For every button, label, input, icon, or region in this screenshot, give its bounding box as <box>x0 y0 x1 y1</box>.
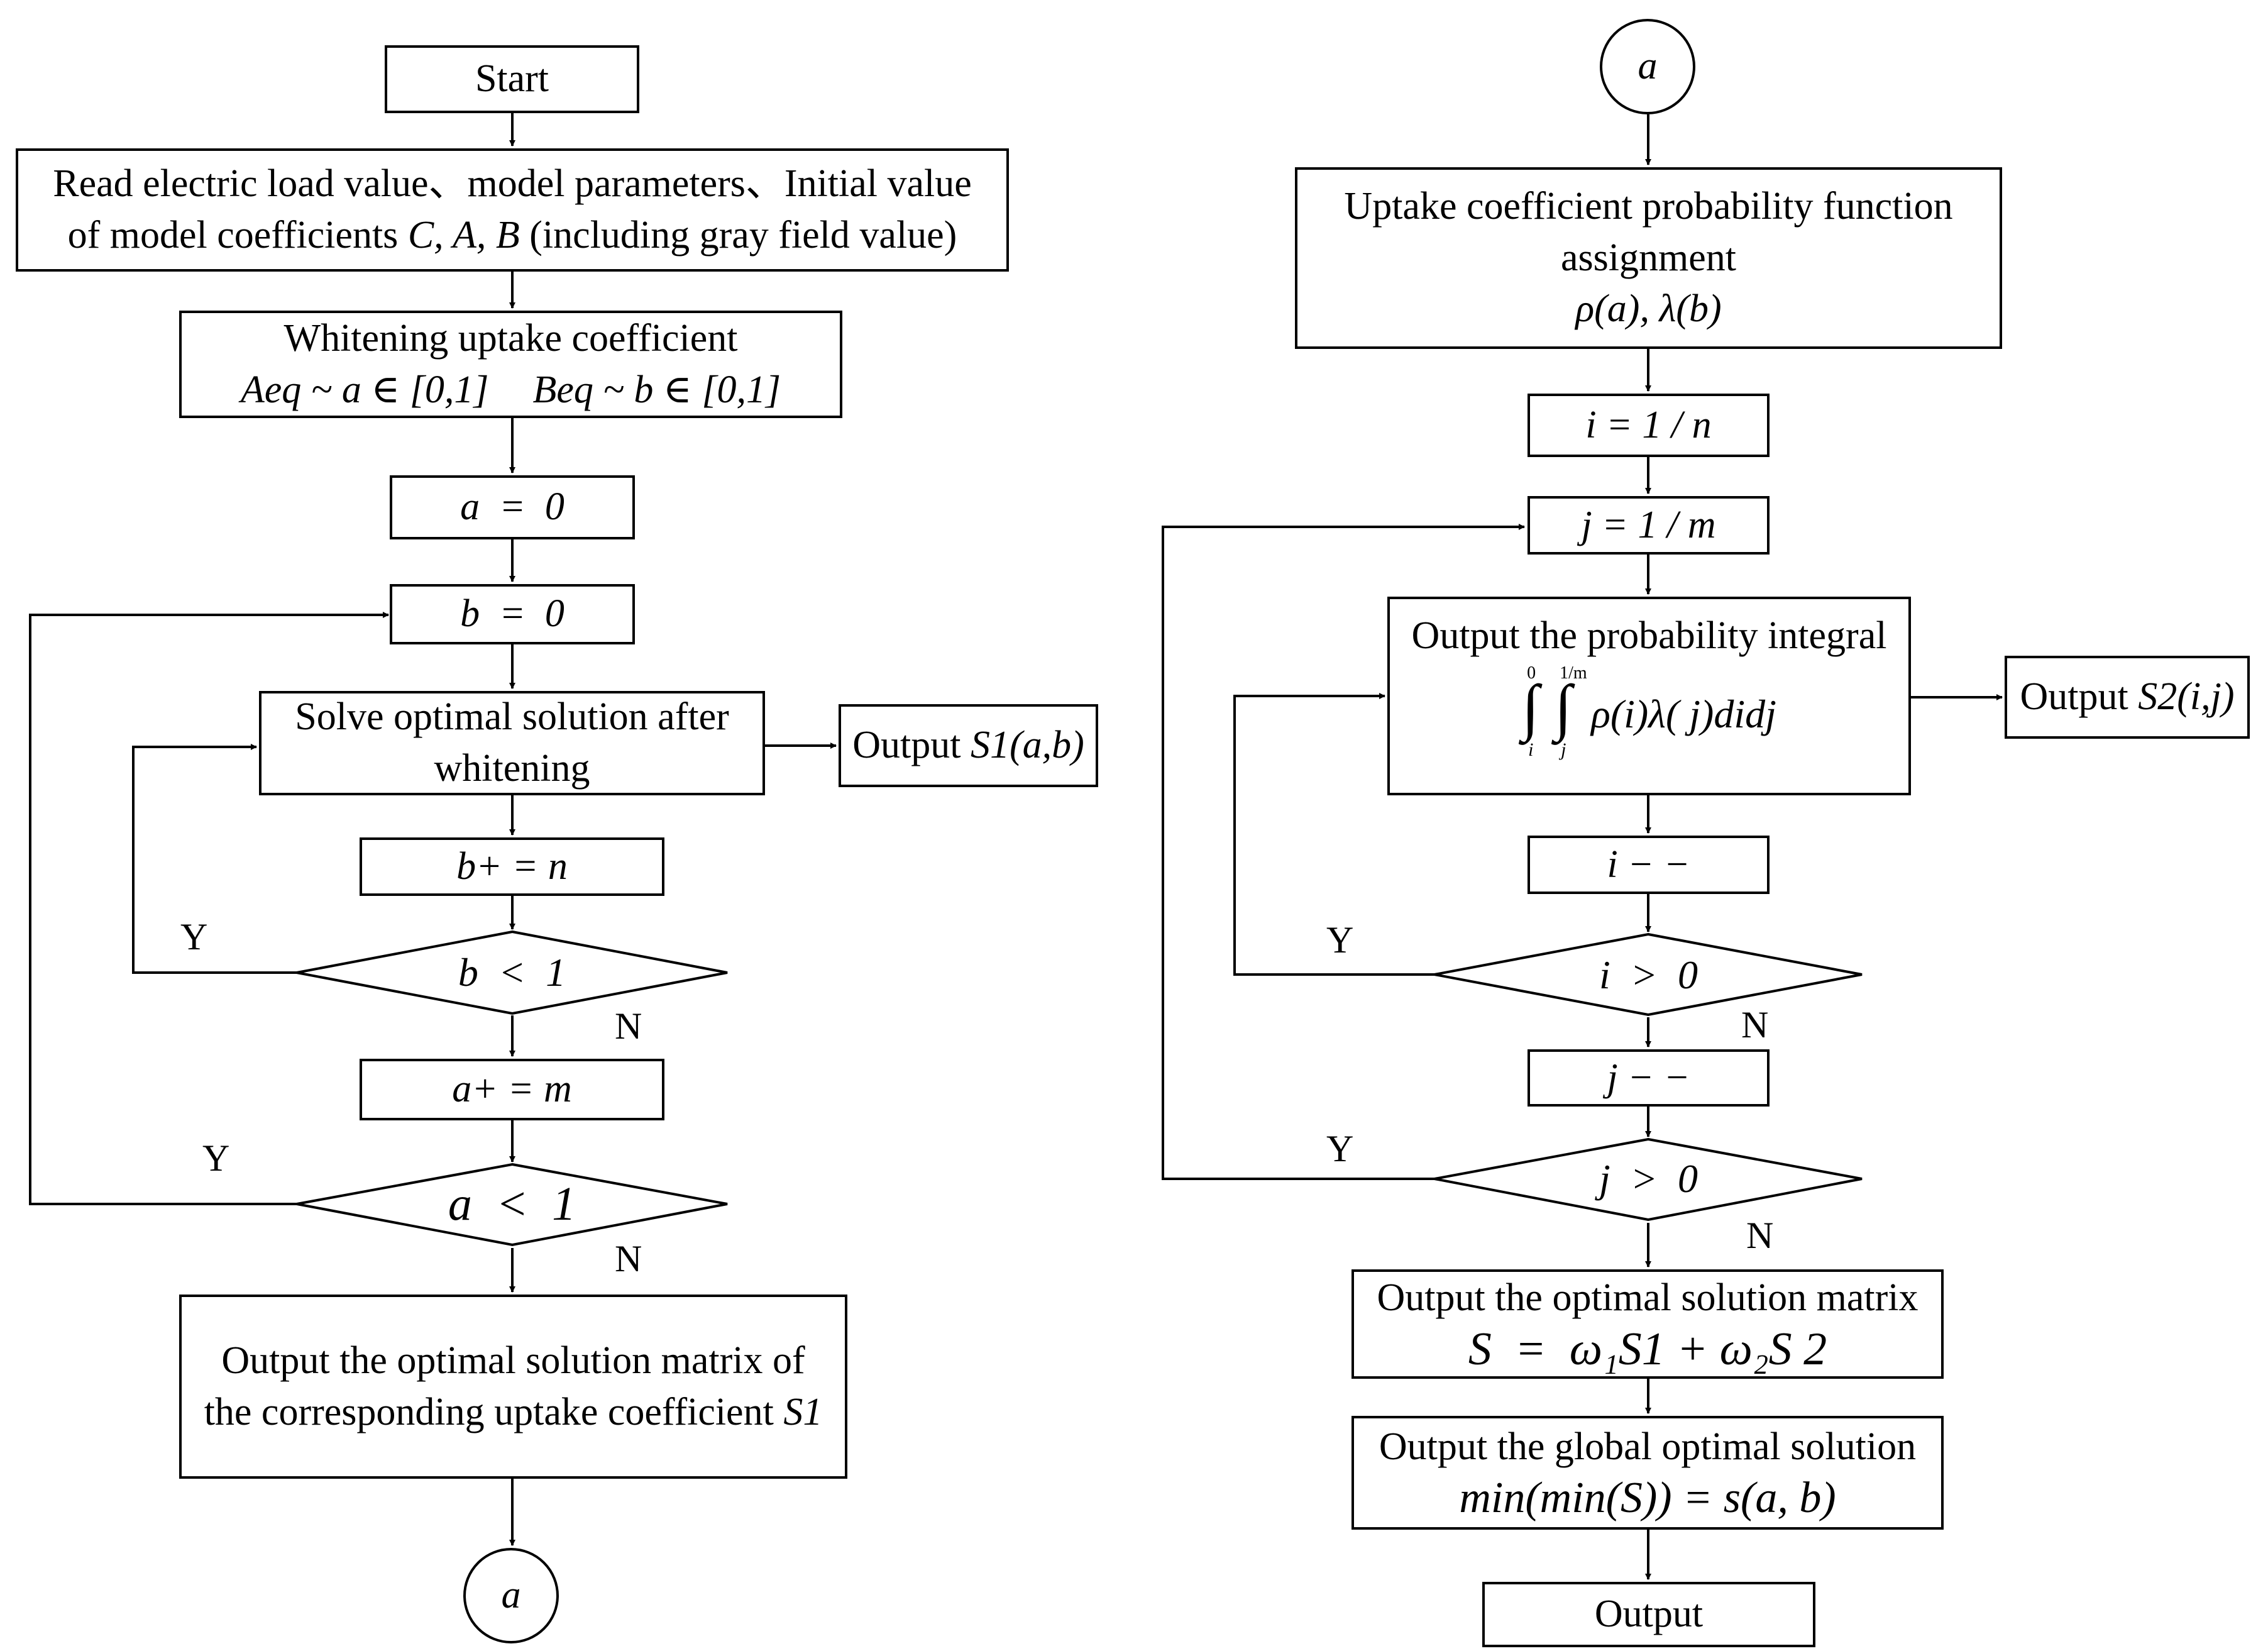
solution-matrix-box: Output the optimal solution matrix S = ω… <box>1351 1269 1944 1379</box>
integral-box: Output the probability integral ∫ 0 i ∫ … <box>1387 597 1911 795</box>
decision-a-lt-1-label: a < 1 <box>448 1177 576 1230</box>
decision-j-gt-0-shape <box>1434 1137 1863 1222</box>
decision-a-lt-1-shape <box>296 1162 728 1247</box>
whitening-box: Whitening uptake coefficient Aeq ~ a ∈ [… <box>179 311 842 418</box>
integral-sign-outer: ∫ 0 i <box>1522 663 1539 761</box>
global-solution-box: Output the global optimal solution min(m… <box>1351 1416 1944 1530</box>
start-box: Start <box>385 45 639 113</box>
solve-box: Solve optimal solution after whitening <box>259 691 765 795</box>
decision-b-lt-1-label: b < 1 <box>458 950 566 995</box>
i-decrement-box: i − − <box>1528 836 1770 894</box>
probability-assign-box: Uptake coefficient probability function … <box>1295 167 2002 349</box>
label-n-j-cond: N <box>1746 1215 1774 1256</box>
decision-i-gt-0-label: i > 0 <box>1599 952 1698 997</box>
output-box: Output <box>1482 1582 1815 1647</box>
decision-i-gt-0-shape <box>1434 932 1863 1017</box>
label-y-i-loop: Y <box>1326 919 1354 961</box>
label-n-b-cond: N <box>615 1005 642 1047</box>
label-n-a-cond: N <box>615 1238 642 1279</box>
i-init-box: i = 1 / n <box>1528 394 1770 457</box>
loop-j-yes <box>1162 524 1525 1180</box>
connector-a-bottom: a <box>463 1548 559 1643</box>
output-s1-box: Output S1(a,b) <box>839 704 1098 787</box>
label-y-b-loop: Y <box>180 916 208 958</box>
final-matrix-box: Output the optimal solution matrix of th… <box>179 1295 847 1479</box>
loop-a-yes <box>29 612 389 1205</box>
j-init-box: j = 1 / m <box>1528 496 1770 555</box>
b-increment-box: b+ = n <box>360 837 664 896</box>
label-y-j-loop: Y <box>1326 1128 1354 1169</box>
output-s2-box: Output S2(i,j) <box>2005 656 2250 739</box>
connector-a-top: a <box>1600 19 1695 114</box>
label-y-a-loop: Y <box>202 1137 230 1179</box>
integral-expression: ∫ 0 i ∫ 1/m j ρ(i)λ( j)didj <box>1522 663 1776 761</box>
init-b-box: b = 0 <box>390 584 635 644</box>
a-increment-box: a+ = m <box>360 1059 664 1120</box>
loop-i-yes <box>1233 693 1434 976</box>
decision-b-lt-1-shape <box>296 930 728 1015</box>
decision-j-gt-0-label: j > 0 <box>1599 1156 1698 1201</box>
read-parameters-box: Read electric load value、model parameter… <box>16 148 1009 272</box>
j-decrement-box: j − − <box>1528 1049 1770 1107</box>
integral-sign-inner: ∫ 1/m j <box>1555 663 1587 761</box>
init-a-box: a = 0 <box>390 475 635 539</box>
label-n-i-cond: N <box>1741 1004 1769 1046</box>
loop-b-yes <box>132 744 297 974</box>
